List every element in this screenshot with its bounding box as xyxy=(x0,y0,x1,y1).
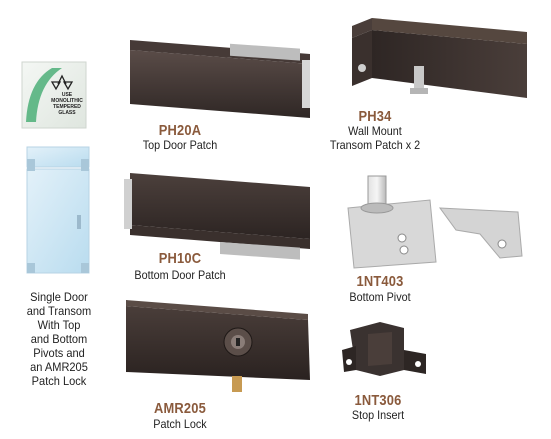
amr205-code: AMR205 xyxy=(154,400,206,417)
door-caption: Single Door and Transom With Top and Bot… xyxy=(23,290,95,388)
1nt306-code: 1NT306 xyxy=(354,392,402,409)
door-caption-line-5: Pivots and xyxy=(33,346,85,360)
ph34-product-image xyxy=(352,18,527,98)
ph34-description-line-1: Wall Mount xyxy=(348,124,402,138)
door-caption-line-3: With Top xyxy=(37,318,81,332)
door-caption-line-6: an AMR205 xyxy=(30,360,88,374)
1nt403-description: Bottom Pivot xyxy=(349,290,411,304)
1nt306-product-image xyxy=(342,322,426,376)
glass-door-illustration xyxy=(26,146,90,274)
1nt403-product-image xyxy=(347,175,523,269)
ph34-code: PH34 xyxy=(358,108,392,125)
1nt403-code: 1NT403 xyxy=(356,273,404,290)
tempered-glass-label: USE MONOLITHIC TEMPERED GLASS xyxy=(21,61,87,129)
tempered-glass-label-icon xyxy=(21,61,87,129)
amr205-description: Patch Lock xyxy=(153,417,207,431)
glass-label-line-4: GLASS xyxy=(58,110,76,116)
ph20a-description: Top Door Patch xyxy=(142,138,218,152)
ph34-description-line-2: Transom Patch x 2 xyxy=(329,138,421,152)
ph10c-description: Bottom Door Patch xyxy=(134,268,226,282)
ph10c-product-image xyxy=(124,173,310,260)
glass-label-line-3: TEMPERED xyxy=(53,104,81,110)
door-caption-line-2: and Transom xyxy=(26,304,92,318)
ph20a-code: PH20A xyxy=(158,122,202,139)
door-caption-line-7: Patch Lock xyxy=(31,374,87,388)
ph10c-code: PH10C xyxy=(158,250,202,267)
1nt306-description: Stop Insert xyxy=(351,408,405,422)
glass-label-line-1: USE xyxy=(61,92,73,98)
amr205-product-image xyxy=(126,300,310,392)
glass-label-line-2: MONOLITHIC xyxy=(51,98,83,104)
door-caption-line-4: and Bottom xyxy=(30,332,88,346)
ph20a-product-image xyxy=(130,40,310,118)
door-caption-line-1: Single Door xyxy=(30,290,88,304)
